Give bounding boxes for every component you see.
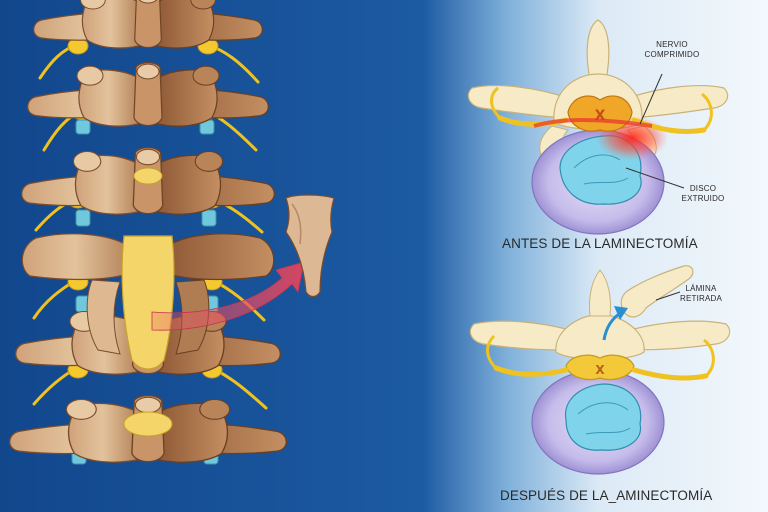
nerve-label: NERVIO COMPRIMIDO bbox=[632, 40, 712, 60]
removal-arrow bbox=[151, 261, 305, 331]
disc-label-line2: EXTRUIDO bbox=[681, 194, 725, 203]
svg-text:X: X bbox=[595, 363, 605, 377]
caption-before: ANTES DE LA LAMINECTOMÍA bbox=[502, 236, 698, 251]
disc-label-line1: DISCO bbox=[689, 184, 717, 193]
caption-after: DESPUÉS DE LA_AMINECTOMÍA bbox=[500, 488, 713, 503]
posterior-spine bbox=[9, 0, 335, 465]
disc-label: DISCO EXTRUIDO bbox=[672, 184, 734, 204]
nerve-label-line1: NERVIO bbox=[656, 40, 688, 49]
lamina-label: LÁMINA RETIRADA bbox=[666, 284, 736, 304]
axial-before: X bbox=[467, 19, 729, 235]
lamina-label-line2: RETIRADA bbox=[679, 294, 723, 303]
svg-text:X: X bbox=[595, 108, 606, 124]
nerve-label-line2: COMPRIMIDO bbox=[644, 50, 700, 59]
axial-after: X bbox=[469, 265, 731, 475]
lamina-label-line1: LÁMINA bbox=[685, 284, 717, 293]
removed-lamina-piece bbox=[285, 194, 335, 298]
